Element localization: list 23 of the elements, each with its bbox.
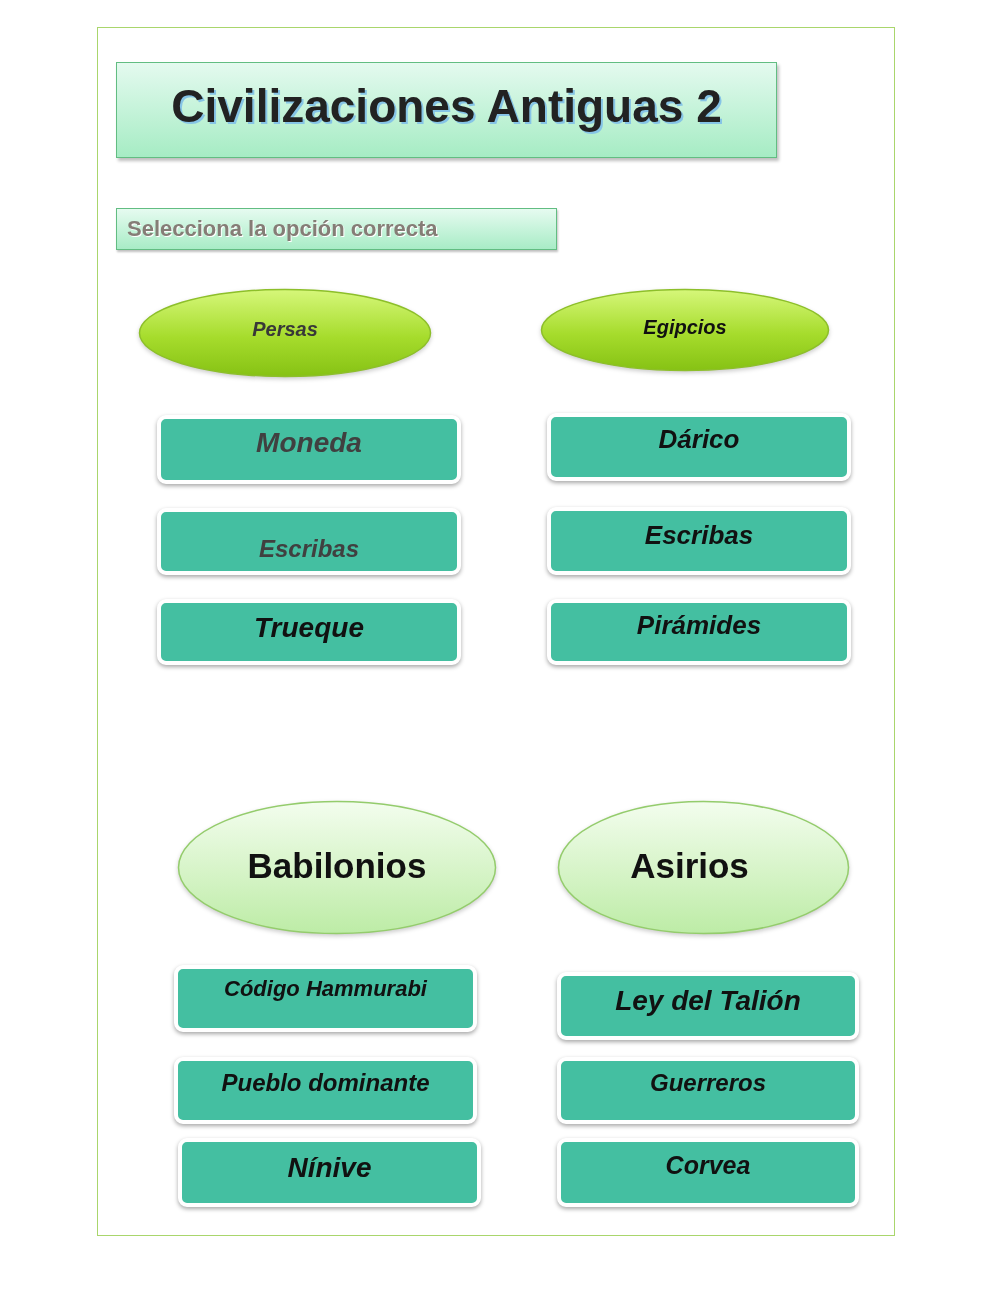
option-text: Pirámides bbox=[636, 611, 762, 640]
category-oval bbox=[177, 800, 497, 935]
instruction-text: Selecciona la opción correcta bbox=[127, 217, 438, 242]
category-name: Egipcios bbox=[643, 316, 727, 338]
option-text: Corvea bbox=[665, 1152, 751, 1180]
category-oval bbox=[557, 800, 850, 935]
category-name: Persas bbox=[252, 318, 318, 340]
option-text: Guerreros bbox=[649, 1070, 767, 1097]
option-text: Dárico bbox=[658, 425, 740, 454]
option-text: Escribas bbox=[258, 536, 360, 563]
option-text: Trueque bbox=[254, 613, 364, 644]
option-text: Escribas bbox=[644, 521, 754, 550]
option-text: Nínive bbox=[287, 1153, 372, 1184]
option-text: Pueblo dominante bbox=[221, 1070, 430, 1097]
instruction-box bbox=[116, 208, 557, 250]
category-name: Babilonios bbox=[247, 847, 427, 886]
option-text: Código Hammurabi bbox=[224, 977, 427, 1002]
title-text: Civilizaciones Antiguas 2 bbox=[171, 81, 722, 132]
category-oval bbox=[540, 288, 830, 372]
option-text: Moneda bbox=[256, 428, 362, 459]
category-oval bbox=[138, 288, 432, 378]
category-name: Asirios bbox=[630, 847, 749, 886]
option-text: Ley del Talión bbox=[615, 986, 801, 1017]
